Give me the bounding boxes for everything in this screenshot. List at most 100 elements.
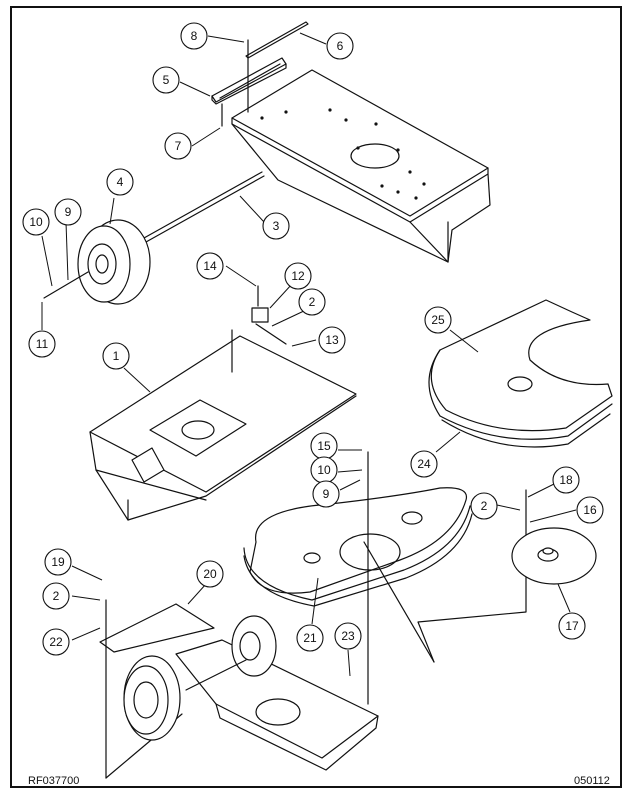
callout-bubble	[152, 66, 180, 94]
callout-label: 25	[431, 313, 445, 327]
callout-guard-plate: 20	[196, 560, 224, 588]
callout-nut: 2	[470, 492, 498, 520]
callout-bubble	[318, 326, 346, 354]
callout-bolt: 13	[318, 326, 346, 354]
callout-deck-housing: 21	[296, 624, 324, 652]
callout-bubble	[262, 212, 290, 240]
callout-bubble	[284, 262, 312, 290]
callout-bubble	[424, 306, 452, 334]
wheel-upper	[77, 219, 151, 305]
callout-bolt: 14	[196, 252, 224, 280]
callout-group: 8 6 5 7 4 3 10 9 11 14 12 2 13 1 25 24 15 10 9 18 2 16 17 19 20 2…	[22, 22, 604, 656]
callout-disc: 17	[558, 612, 586, 640]
callout-label: 22	[49, 635, 63, 649]
callout-label: 12	[291, 269, 305, 283]
callout-label: 3	[273, 219, 280, 233]
callout-label: 5	[163, 73, 170, 87]
callout-bubble	[196, 252, 224, 280]
callout-nut: 2	[298, 288, 326, 316]
guard-plate	[99, 603, 215, 653]
callout-bubble	[296, 624, 324, 652]
callout-label: 18	[559, 473, 573, 487]
callout-label: 24	[417, 457, 431, 471]
callout-label: 8	[191, 29, 198, 43]
callout-bolt: 15	[310, 432, 338, 460]
callout-bubble	[298, 288, 326, 316]
callout-block: 12	[284, 262, 312, 290]
drawing-reference-number: RF037700	[28, 775, 80, 787]
callout-frame: 1	[102, 342, 130, 370]
leader-lines	[41, 32, 577, 677]
callout-bolt: 18	[552, 466, 580, 494]
callout-bubble	[410, 450, 438, 478]
deck-plate	[428, 299, 613, 448]
callout-bubble	[106, 168, 134, 196]
callout-label: 9	[65, 205, 72, 219]
callout-label: 23	[341, 629, 355, 643]
callout-label: 15	[317, 439, 331, 453]
callout-bubble	[42, 628, 70, 656]
callout-bubble	[326, 32, 354, 60]
lower-frame	[123, 615, 379, 771]
callout-label: 10	[317, 463, 331, 477]
callout-label: 2	[53, 589, 60, 603]
callout-label: 16	[583, 503, 597, 517]
rail-bracket	[211, 57, 287, 105]
callout-rail-bracket: 5	[152, 66, 180, 94]
callout-label: 2	[309, 295, 316, 309]
callout-label: 20	[203, 567, 217, 581]
callout-label: 4	[117, 175, 124, 189]
callout-washer: 10	[22, 208, 50, 236]
callout-deck-plate: 25	[424, 306, 452, 334]
callout-label: 1	[113, 349, 120, 363]
callout-bubble	[576, 496, 604, 524]
callout-label: 13	[325, 333, 339, 347]
callout-strap: 6	[326, 32, 354, 60]
callout-bubble	[558, 612, 586, 640]
callout-bubble	[22, 208, 50, 236]
callout-bubble	[164, 132, 192, 160]
callout-label: 11	[36, 337, 49, 351]
deck-housing	[243, 487, 473, 607]
callout-washer: 9	[54, 198, 82, 226]
callout-label: 17	[565, 619, 579, 633]
callout-bubble	[42, 582, 70, 610]
disc	[511, 527, 597, 585]
callout-washer: 16	[576, 496, 604, 524]
callout-bubble	[54, 198, 82, 226]
callout-bubble	[552, 466, 580, 494]
callout-washer: 9	[312, 480, 340, 508]
drawing-date-code: 050112	[574, 775, 610, 787]
callout-label: 10	[29, 215, 43, 229]
callout-label: 6	[337, 39, 344, 53]
callout-axle: 3	[262, 212, 290, 240]
upper-channel	[231, 69, 491, 263]
strap	[245, 21, 309, 59]
callout-bubble	[28, 330, 56, 358]
callout-label: 21	[303, 631, 317, 645]
callout-label: 7	[175, 139, 182, 153]
callout-wheel: 4	[106, 168, 134, 196]
callout-label: 19	[51, 555, 65, 569]
callout-washer: 10	[310, 456, 338, 484]
callout-washer: 22	[42, 628, 70, 656]
callout-bolt: 19	[44, 548, 72, 576]
callout-label: 14	[203, 259, 217, 273]
callout-nut: 7	[164, 132, 192, 160]
callout-bolt: 11	[28, 330, 56, 358]
callout-bubble	[180, 22, 208, 50]
callout-bubble	[312, 480, 340, 508]
callout-skirt: 24	[410, 450, 438, 478]
callout-bolt: 8	[180, 22, 208, 50]
callout-plug: 23	[334, 622, 362, 650]
callout-label: 2	[481, 499, 488, 513]
main-frame	[89, 329, 357, 521]
callout-bubble	[334, 622, 362, 650]
callout-bubble	[470, 492, 498, 520]
callout-bubble	[196, 560, 224, 588]
callout-nut: 2	[42, 582, 70, 610]
callout-label: 9	[323, 487, 330, 501]
axle	[143, 171, 265, 243]
callout-bubble	[44, 548, 72, 576]
